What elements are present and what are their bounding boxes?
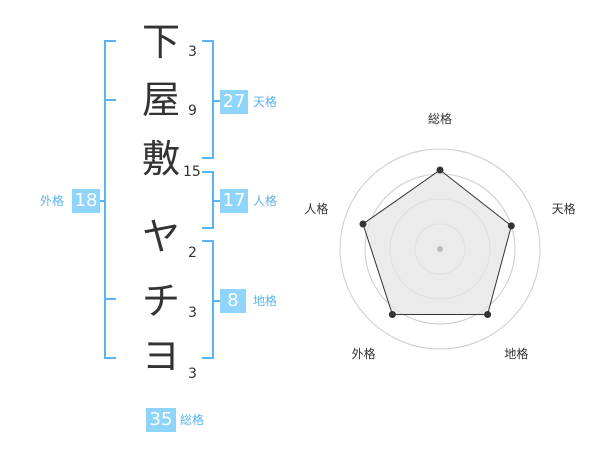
chikaku-badge: 8 bbox=[220, 289, 246, 313]
name-char-1: 下 bbox=[141, 20, 180, 64]
bracket-connector bbox=[212, 200, 220, 202]
name-char-4: ヤ bbox=[141, 215, 180, 259]
bracket-tick bbox=[202, 40, 214, 42]
bracket-connector bbox=[212, 300, 220, 302]
bracket-tick bbox=[202, 357, 214, 359]
radar-point-2 bbox=[484, 311, 492, 319]
stroke-count-1: 3 bbox=[188, 44, 197, 60]
gaikaku-badge: 18 bbox=[72, 189, 100, 213]
tenkaku-bracket bbox=[212, 40, 214, 159]
name-char-5: チ bbox=[141, 279, 180, 323]
radar-axis-label-2: 地格 bbox=[504, 346, 528, 361]
stroke-count-5: 3 bbox=[188, 305, 197, 321]
radar-point-1 bbox=[507, 222, 515, 230]
bracket-tick bbox=[202, 157, 214, 159]
stroke-count-3: 15 bbox=[183, 164, 201, 180]
gaikaku-label: 外格 bbox=[40, 194, 65, 208]
jinkaku-label: 人格 bbox=[253, 194, 278, 208]
bracket-tick bbox=[104, 357, 116, 359]
radar-axis-label-3: 外格 bbox=[352, 346, 376, 361]
bracket-tick bbox=[202, 171, 214, 173]
soukaku-badge: 35 bbox=[146, 408, 176, 432]
bracket-tick bbox=[104, 99, 116, 101]
bracket-connector bbox=[96, 200, 106, 202]
radar-center-dot bbox=[437, 246, 443, 252]
radar-axis-label-1: 天格 bbox=[552, 201, 576, 216]
bracket-tick bbox=[202, 240, 214, 242]
radar-polygon bbox=[362, 169, 512, 316]
name-char-6: ヨ bbox=[141, 334, 180, 378]
chikaku-label: 地格 bbox=[253, 294, 278, 308]
radar-ring bbox=[339, 148, 541, 350]
tenkaku-label: 天格 bbox=[253, 95, 278, 109]
bracket-tick bbox=[104, 298, 116, 300]
stroke-count-6: 3 bbox=[188, 366, 197, 382]
radar-point-0 bbox=[436, 166, 444, 174]
jinkaku-badge: 17 bbox=[220, 189, 248, 213]
stroke-count-4: 2 bbox=[188, 245, 197, 261]
soukaku-label: 総格 bbox=[180, 413, 205, 427]
radar-point-4 bbox=[359, 220, 367, 228]
bracket-tick bbox=[104, 40, 116, 42]
radar-point-3 bbox=[388, 311, 396, 319]
tenkaku-badge: 27 bbox=[220, 90, 248, 114]
radar-axis-label-0: 総格 bbox=[428, 111, 452, 126]
stroke-count-2: 9 bbox=[188, 103, 197, 119]
name-char-2: 屋 bbox=[141, 78, 180, 122]
radar-axis-label-4: 人格 bbox=[304, 201, 328, 216]
bracket-connector bbox=[212, 100, 220, 102]
bracket-tick bbox=[202, 227, 214, 229]
gaikaku-bracket bbox=[104, 40, 106, 359]
chikaku-bracket bbox=[212, 240, 214, 359]
name-char-3: 敷 bbox=[141, 137, 180, 181]
